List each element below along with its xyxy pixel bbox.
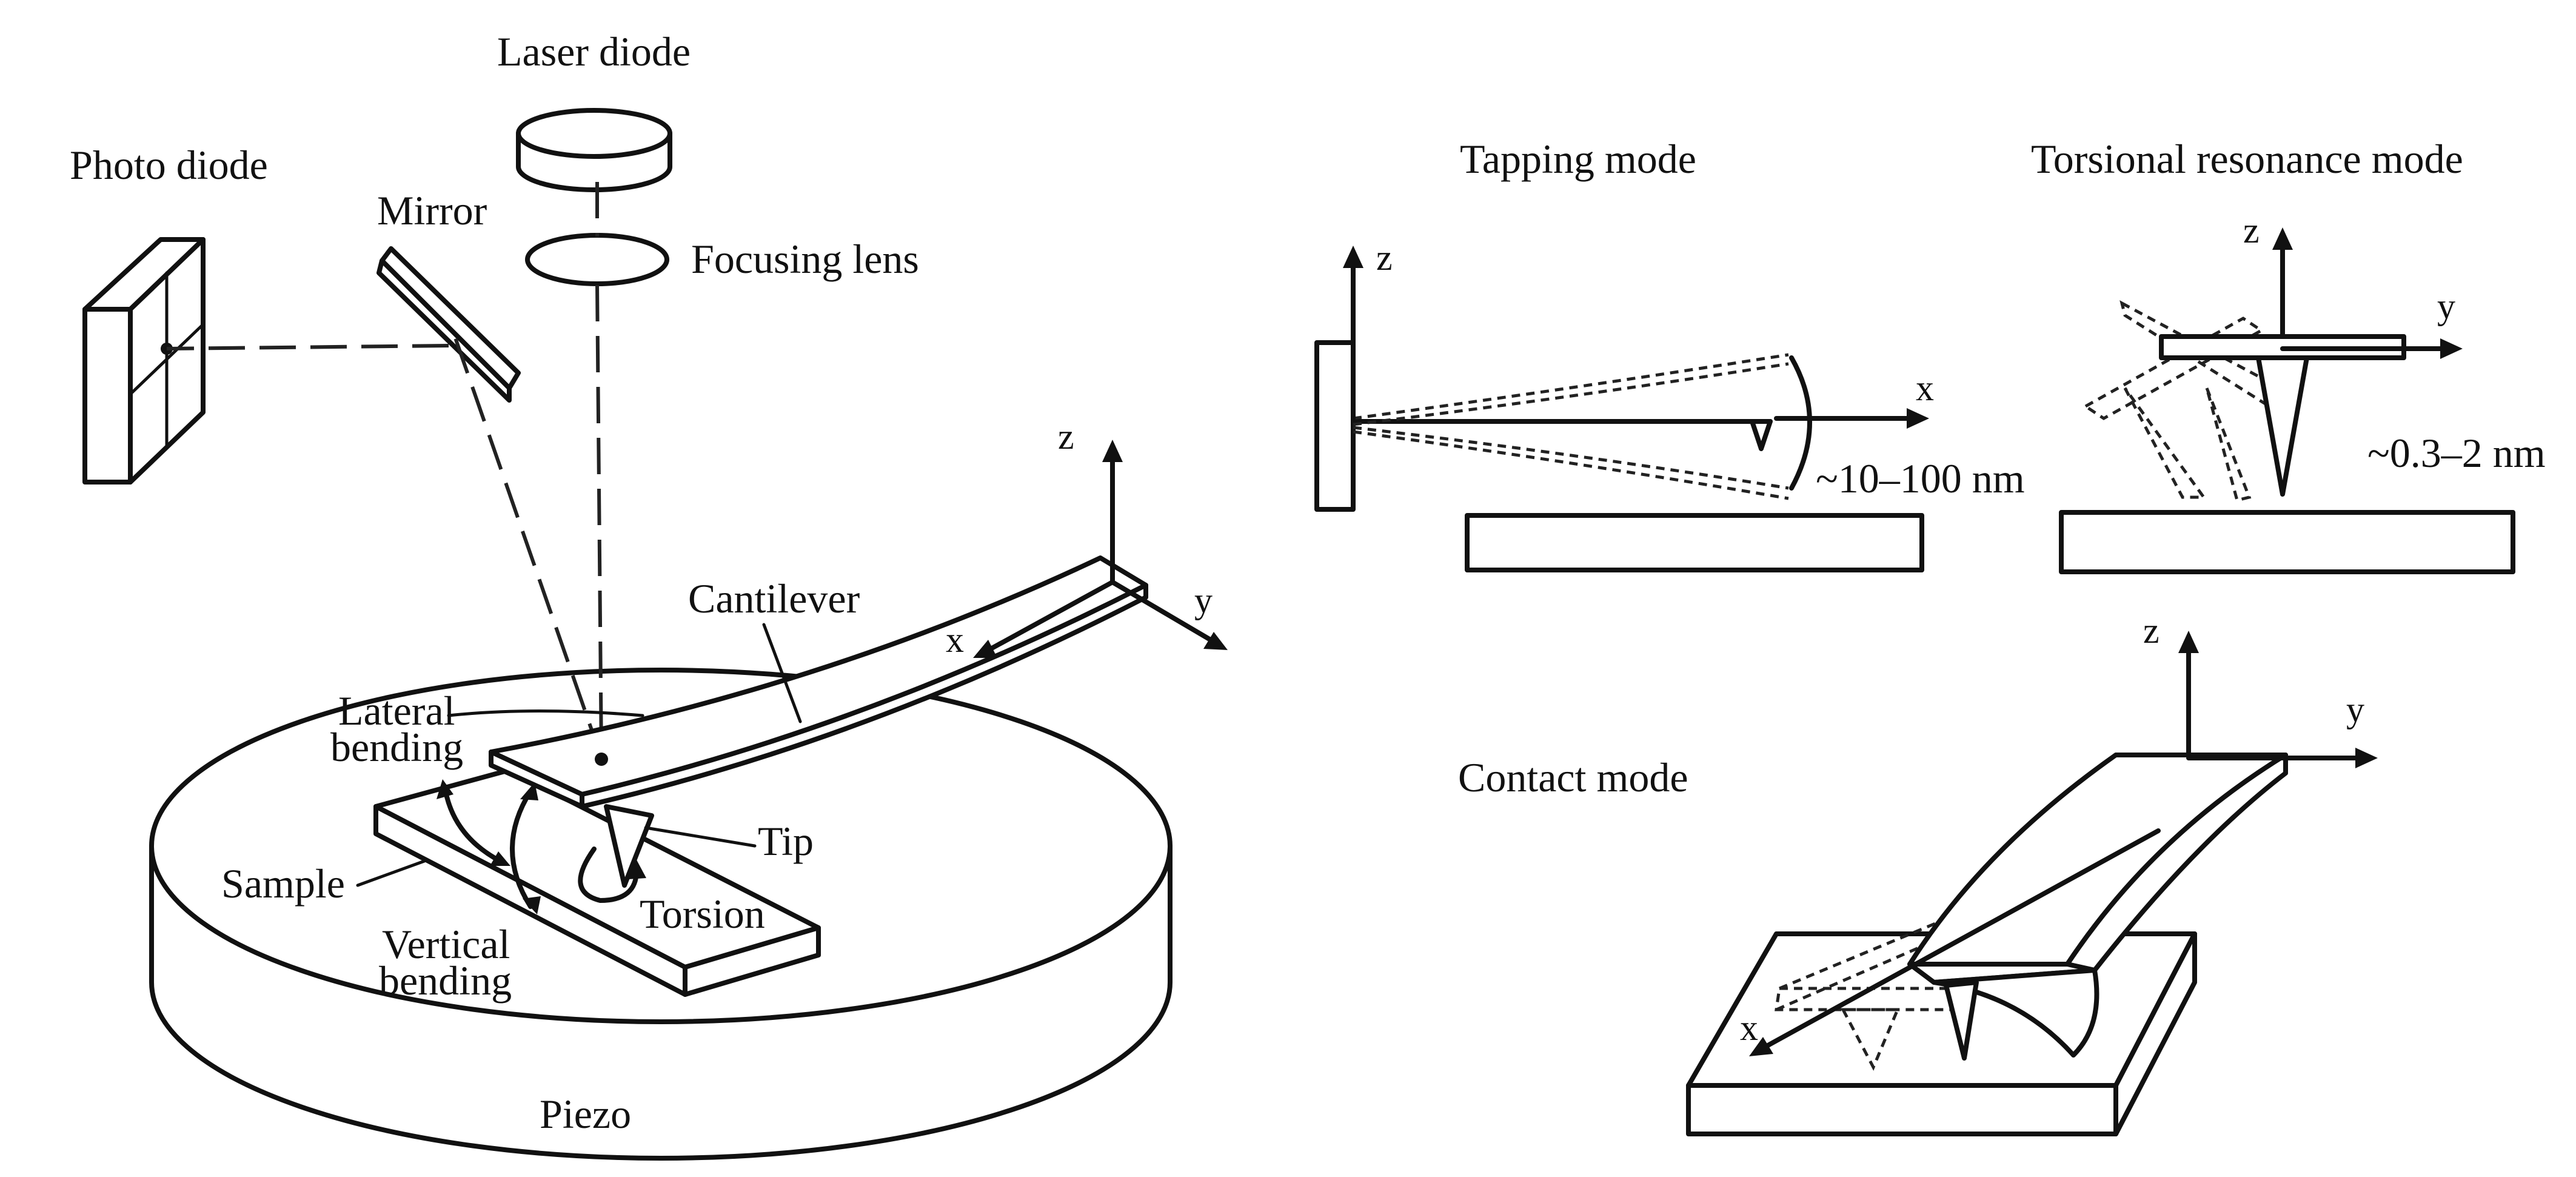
- sample-leader: [356, 859, 426, 887]
- tapping-amplitude-label: ~10–100 nm: [1816, 455, 2025, 501]
- tapping-mode-panel: Tapping mode z x ~10–100 nm: [1314, 136, 2025, 572]
- tapping-holder: [1314, 340, 1356, 512]
- vertical-bending-label-2: bending: [379, 957, 512, 1004]
- laser-diode-label: Laser diode: [497, 29, 691, 75]
- lateral-bending-arrow: [443, 789, 503, 863]
- tapping-z-label: z: [1376, 238, 1393, 278]
- laser-beam-2: [595, 284, 603, 759]
- contact-z-label: z: [2143, 611, 2159, 651]
- focusing-lens: [525, 233, 669, 286]
- contact-y-label: y: [2346, 689, 2364, 729]
- contact-cantilever: [1907, 753, 2288, 1061]
- lateral-bending-leader: [447, 709, 644, 717]
- tapping-amplitude-bracket: [1789, 355, 1812, 491]
- left-y-label: y: [1194, 580, 1213, 620]
- vertical-bending-arrow: [510, 789, 533, 909]
- torsional-z-label: z: [2243, 210, 2260, 250]
- left-x-label: x: [946, 620, 964, 660]
- tapping-oscillation-envelope: [1353, 353, 1789, 500]
- tip-leader: [644, 826, 757, 848]
- lateral-bending-label-2: bending: [330, 724, 463, 770]
- piezo-label: Piezo: [540, 1091, 631, 1137]
- torsional-sample: [2059, 510, 2515, 574]
- left-z-label: z: [1058, 417, 1074, 457]
- photo-diode-label: Photo diode: [70, 142, 268, 188]
- contact-x-label: x: [1740, 1008, 1758, 1048]
- torsional-y-label: y: [2437, 286, 2455, 326]
- lateral-bending-label-1: Lateral: [338, 688, 455, 734]
- mirror-label: Mirror: [377, 187, 487, 233]
- photo-diode: [82, 237, 206, 485]
- torsion-arrow: [578, 847, 639, 903]
- torsional-mode-panel: Torsional resonance mode z y ~0.3–2 nm: [2031, 136, 2546, 574]
- cantilever-label: Cantilever: [688, 575, 860, 622]
- mirror: [376, 246, 521, 403]
- torsional-mode-title: Torsional resonance mode: [2031, 136, 2463, 182]
- laser-diode: [516, 108, 672, 192]
- afm-setup: Piezo Sample Laser diode Focusing lens P…: [70, 29, 1228, 1161]
- cantilever-leader: [762, 623, 802, 723]
- tip-label: Tip: [758, 818, 814, 864]
- left-axes: [973, 440, 1228, 658]
- contact-mode-title: Contact mode: [1458, 754, 1688, 800]
- tapping-mode-title: Tapping mode: [1460, 136, 1696, 182]
- contact-mode-panel: Contact mode: [1458, 611, 2378, 1136]
- torsional-tip: [2256, 355, 2309, 497]
- piezo-disc: [149, 668, 1173, 1161]
- tapping-sample: [1465, 513, 1924, 572]
- vertical-bending-label-1: Vertical: [382, 921, 510, 967]
- reflected-beam: [450, 327, 603, 759]
- tapping-x-label: x: [1916, 368, 1934, 408]
- torsional-amplitude-label: ~0.3–2 nm: [2367, 430, 2546, 476]
- tip: [604, 804, 654, 888]
- mirror-to-photodiode-beam: [166, 344, 449, 350]
- sample-label: Sample: [221, 860, 345, 907]
- cantilever: [489, 555, 1148, 809]
- tapping-tip: [1750, 419, 1773, 451]
- torsion-label: Torsion: [640, 891, 765, 937]
- torsional-oscillation-envelope: [2083, 300, 2296, 503]
- contact-axes: [1749, 631, 2378, 1056]
- focusing-lens-label: Focusing lens: [691, 236, 919, 282]
